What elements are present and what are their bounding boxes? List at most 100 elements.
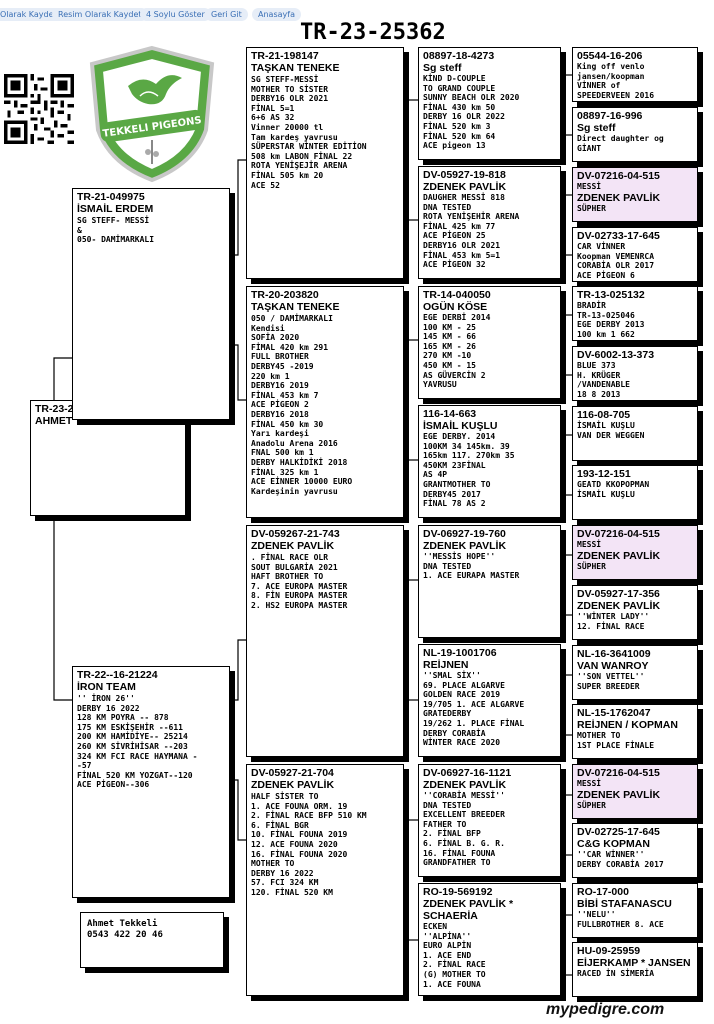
gen5-card-7[interactable]: 116-08-705 İSMAİL KUŞLU VAN DER WEGGEN — [572, 406, 698, 461]
note-line: SUNNY BEACH OLR 2020 — [423, 93, 520, 103]
note-line: DERBY 16 2022 — [77, 703, 140, 713]
gen4-card-3[interactable]: TR-14-040050 OGÜN KÖSE EGE DERBİ 2014 10… — [418, 286, 561, 399]
gen5-card-12[interactable]: NL-15-1762047 REİJNEN / KOPMAN MOTHER TO… — [572, 704, 698, 759]
grandsire-paternal-card[interactable]: TR-21-198147 TAŞKAN TENEKE SG STEFF-MESS… — [246, 47, 404, 279]
gen5-card-10[interactable]: DV-05927-17-356 ZDENEK PAVLİK ''WİNTER L… — [572, 585, 698, 640]
gen4-card-4[interactable]: 116-14-663 İSMAİL KUŞLU EGE DERBY. 2014 … — [418, 405, 561, 518]
note-line: KİND D-COUPLE — [423, 74, 486, 83]
gen5-card-14[interactable]: DV-02725-17-645 C&G KOPMAN ''CAR WİNNER'… — [572, 823, 698, 878]
ring-number: 05544-16-206 — [577, 50, 643, 62]
note-line: 16. FİNAL FOUNA — [423, 848, 496, 858]
owner-name: Ahmet Tekkeli — [87, 919, 158, 929]
gen5-card-15[interactable]: RO-17-000 BİBİ STAFANASCU ''NELU'' FULLB… — [572, 883, 698, 938]
dam-notes: '' İRON 26'' DERBY 16 2022 128 KM POYRA … — [77, 694, 225, 790]
note-line: 12. FİNAL RACE — [577, 621, 645, 631]
gen4-card-6[interactable]: NL-19-1001706 REİJNEN ''SMAL SİX'' 69. P… — [418, 644, 561, 757]
grandsire-maternal-card[interactable]: DV-059267-21-743 ZDENEK PAVLİK . FİNAL R… — [246, 525, 404, 757]
note-line: AS 4P — [423, 470, 448, 480]
note-line: Koopman VEMENRCA — [577, 251, 655, 261]
note-line: Vinner 20000 tl — [251, 122, 324, 132]
owner-name: OGÜN KÖSE — [423, 301, 488, 313]
gen5-card-2[interactable]: 08897-16-996 Sg steff Direct daughter og… — [572, 107, 698, 162]
save-as-image-button[interactable]: Resim Olarak Kaydet — [52, 8, 148, 21]
sire-notes: SG STEFF- MESSİ & 050- DAMİMARKALI — [77, 216, 225, 245]
gen5-card-3[interactable]: DV-07216-04-515 MESSİ ZDENEK PAVLİK SÜPH… — [572, 167, 698, 222]
home-button[interactable]: Anasayfa — [252, 8, 301, 21]
note-line: 128 KM POYRA -- 878 — [77, 713, 169, 723]
gen5-card-9[interactable]: DV-07216-04-515 MESSİ ZDENEK PAVLİK SÜPH… — [572, 525, 698, 580]
ring-number: TR-14-040050 — [423, 289, 491, 301]
gen5-card-1[interactable]: 05544-16-206 King off venlo jansen/koopm… — [572, 47, 698, 102]
gen4-card-7[interactable]: DV-06927-16-1121 ZDENEK PAVLİK ''CORABİA… — [418, 764, 561, 877]
owner-name: C&G KOPMAN — [577, 838, 650, 850]
owner-name: REİJNEN — [423, 659, 469, 671]
note-line: FİNAL 425 km 77 — [423, 221, 496, 231]
note-line: ''SMAL SİX'' — [423, 671, 481, 680]
note-line: 1. ACE FOUNA ORM. 19 — [251, 801, 348, 811]
note-line: 1ST PLACE FİNALE — [577, 740, 655, 750]
note-line: SÜPHER — [577, 203, 606, 213]
note-line: 8. FİN EUROPA MASTER — [251, 591, 348, 601]
note-line: FNAL 500 km 1 — [251, 448, 314, 458]
note-line: 7. ACE EUROPA MASTER — [251, 581, 348, 591]
gen5-card-11[interactable]: NL-16-3641009 VAN WANROY ''SON VETTEL'' … — [572, 645, 698, 700]
note-line: DNA TESTED — [423, 800, 472, 810]
note-line: 100 KM - 25 — [423, 322, 476, 332]
gen5-card-8[interactable]: 193-12-151 GEATD KKOPOPMAN İSMAİL KUŞLU — [572, 465, 698, 520]
qr-code-icon — [4, 74, 74, 144]
note-line: VAN DER WEGGEN — [577, 430, 645, 440]
save-as-button[interactable]: Olarak Kaydet — [0, 8, 63, 21]
note-line: FULLBROTHER 8. ACE — [577, 919, 664, 929]
note-line: DERBY 16 2022 — [251, 868, 314, 878]
tekkeli-pigeons-logo: TEKKELI PIGEONS — [89, 45, 215, 183]
note-line: MOTHER TO SİSTER — [251, 84, 329, 94]
note-line: ACE PİGEON 25 — [423, 231, 486, 241]
note-line: 6. FİNAL B. G. R. — [423, 838, 505, 848]
note-line: BLUE 373 — [577, 361, 616, 370]
note-line: DERBY HALKİDİKİ 2018 — [251, 457, 348, 467]
note-line: 324 KM FCI RACE HAYMANA - — [77, 751, 198, 761]
gen4-card-8[interactable]: RO-19-569192 ZDENEK PAVLİK * SCHAERİA EC… — [418, 883, 561, 996]
owner-contact-box: Ahmet Tekkeli 0543 422 20 46 — [80, 912, 224, 968]
note-line: DNA TESTED — [423, 561, 472, 571]
gen4-card-1[interactable]: 08897-18-4273 Sg steff KİND D-COUPLE TO … — [418, 47, 561, 160]
gen5-card-4[interactable]: DV-02733-17-645 CAR VİNNER Koopman VEMEN… — [572, 227, 698, 282]
note-line: FİNAL 430 km 50 — [423, 102, 496, 112]
gen5-card-16[interactable]: HU-09-25959 EİJERKAMP * JANSEN RACED İN … — [572, 942, 698, 997]
owner-name: EİJERKAMP * JANSEN — [577, 957, 691, 969]
granddam-maternal-card[interactable]: DV-05927-21-704 ZDENEK PAVLİK HALF SİSTE… — [246, 764, 404, 996]
ring-number: 08897-16-996 — [577, 110, 643, 122]
note-line: SÜPHER — [577, 800, 606, 810]
note-line: (G) MOTHER TO — [423, 969, 486, 979]
ring-number: TR-20-203820 — [251, 289, 319, 301]
owner-name: REİJNEN / KOPMAN — [577, 719, 678, 731]
dam-card[interactable]: TR-22--16-21224 İRON TEAM '' İRON 26'' D… — [72, 666, 230, 898]
dam-ring-number: TR-22--16-21224 — [77, 669, 158, 681]
granddam-paternal-card[interactable]: TR-20-203820 TAŞKAN TENEKE 050 / DAMİMAR… — [246, 286, 404, 518]
note-line: Tam kardeş yavrusu — [251, 132, 338, 142]
go-back-button[interactable]: Geri Git — [205, 8, 248, 21]
note-line: 145 KM - 66 — [423, 332, 476, 342]
note-line: 260 KM SİVRİHİSAR --203 — [77, 741, 188, 751]
ring-number: DV-06927-19-760 — [423, 528, 506, 540]
show-4-generations-button[interactable]: 4 Soylu Göster — [140, 8, 211, 21]
ring-number: DV-05927-19-818 — [423, 169, 506, 181]
gen5-card-6[interactable]: DV-6002-13-373 BLUE 373 H. KRÜGER /VANDE… — [572, 346, 698, 401]
note-line: DERBY16 2019 — [251, 381, 309, 391]
note-line: FATHER TO — [423, 819, 467, 829]
note-line: ''ALPİNA'' — [423, 931, 472, 941]
note-line: ROTA YENİŞEJİR ARENA — [251, 161, 348, 171]
gen4-card-5[interactable]: DV-06927-19-760 ZDENEK PAVLİK ''MESSİS H… — [418, 525, 561, 638]
note-line: 175 KM ESKİŞEHİR --611 — [77, 722, 183, 732]
gen4-card-2[interactable]: DV-05927-19-818 ZDENEK PAVLİK DAUGHER ME… — [418, 166, 561, 279]
sire-card[interactable]: TR-21-049975 İSMAİL ERDEM SG STEFF- MESS… — [72, 188, 230, 420]
note-line: GRATEDERBY — [423, 709, 472, 719]
gen5-card-13[interactable]: DV-07216-04-515 MESSİ ZDENEK PAVLİK SÜPH… — [572, 764, 698, 819]
sire-ring-number: TR-21-049975 — [77, 191, 145, 203]
note-line: YAVRUSU — [423, 380, 457, 390]
toolbar: Olarak Kaydet Resim Olarak Kaydet 4 Soyl… — [0, 8, 714, 22]
ring-number: DV-05927-17-356 — [577, 588, 660, 600]
owner-name: ZDENEK PAVLİK — [577, 549, 661, 562]
gen5-card-5[interactable]: TR-13-025132 BRADİR TR-13-025046 EGE DER… — [572, 286, 698, 341]
